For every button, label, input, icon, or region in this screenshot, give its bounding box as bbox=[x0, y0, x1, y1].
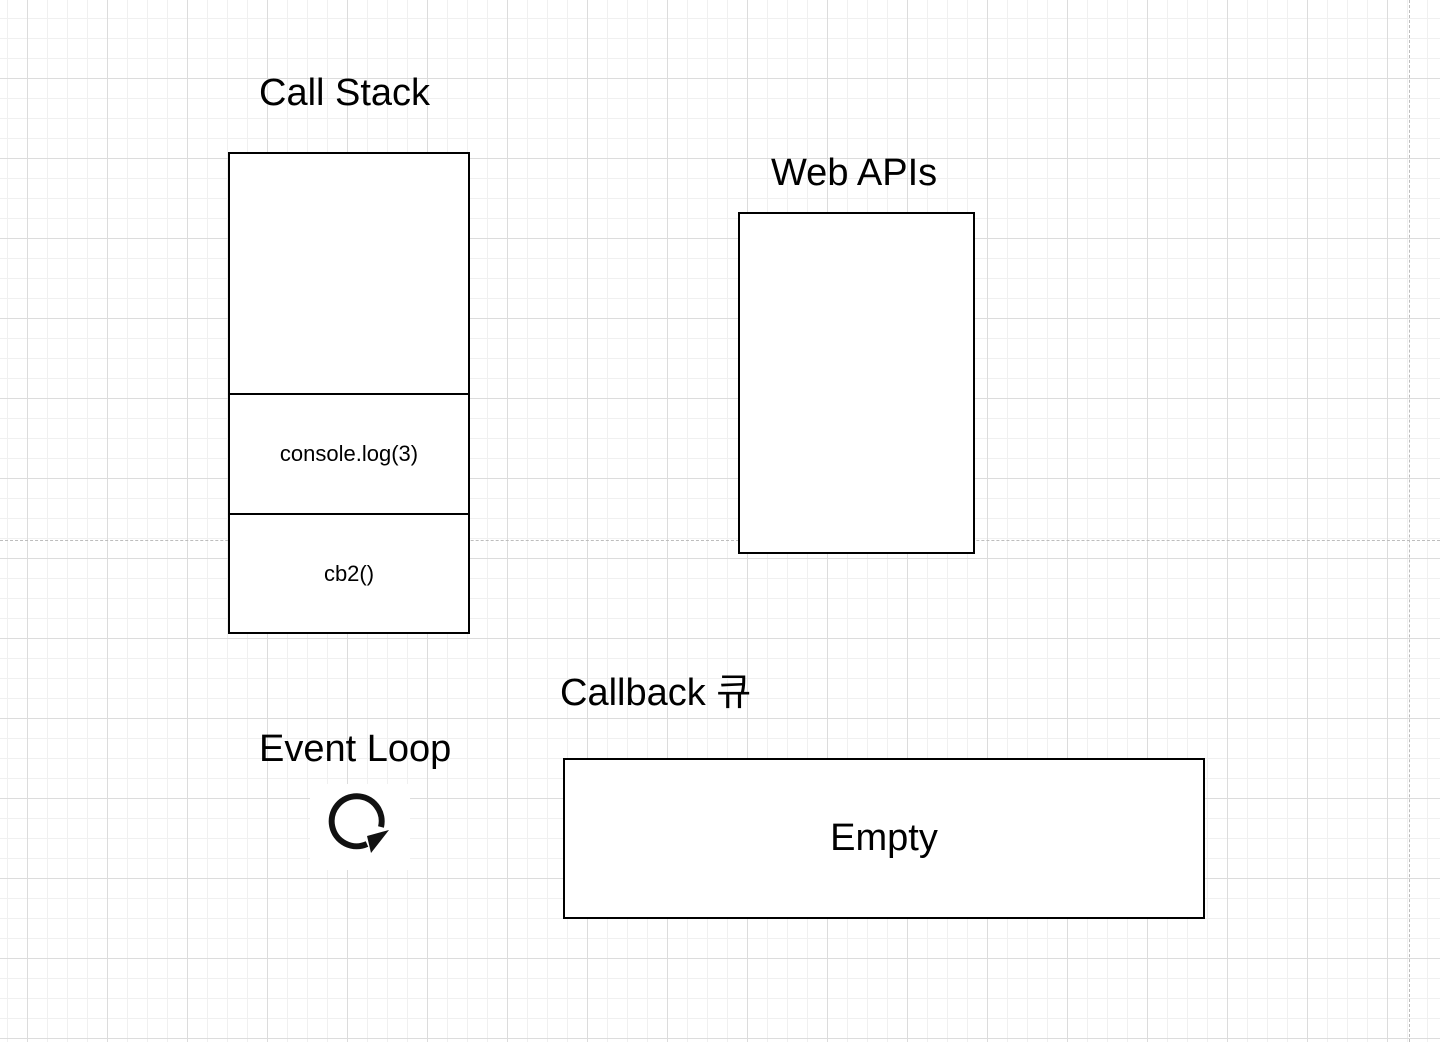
stack-frame-console-log: console.log(3) bbox=[230, 393, 468, 513]
callback-queue-empty-label: Empty bbox=[830, 817, 938, 859]
web-apis-box bbox=[738, 212, 975, 554]
call-stack-title: Call Stack bbox=[259, 72, 431, 114]
stack-frame-label: cb2() bbox=[323, 561, 375, 586]
web-apis-title: Web APIs bbox=[771, 152, 938, 194]
stack-frame-label: console.log(3) bbox=[279, 441, 419, 466]
call-stack-box: console.log(3) cb2() bbox=[228, 152, 470, 634]
callback-queue-title: Callback 큐 bbox=[560, 672, 752, 714]
horizontal-guide-line bbox=[0, 540, 1440, 541]
event-loop-title: Event Loop bbox=[259, 728, 452, 770]
vertical-guide-line bbox=[1409, 0, 1410, 1042]
stack-frame-cb2: cb2() bbox=[230, 513, 468, 633]
refresh-icon bbox=[310, 784, 410, 870]
callback-queue-box: Empty bbox=[563, 758, 1205, 919]
